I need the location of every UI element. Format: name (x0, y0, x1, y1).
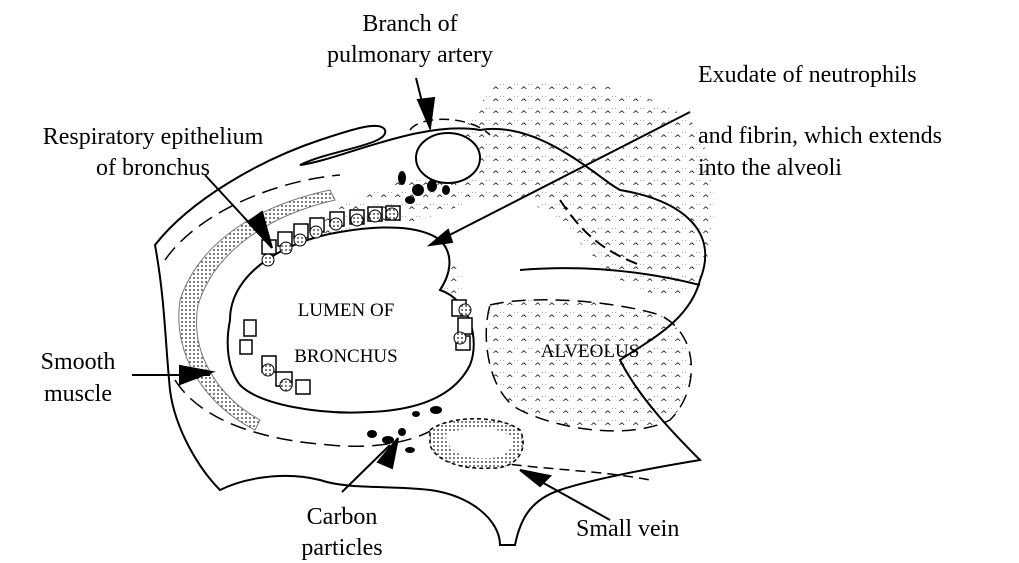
label-alveolus: ALVEOLUS (541, 341, 640, 362)
label-smooth-muscle: Smooth (41, 349, 116, 375)
label-exudate: into the alveoli (698, 155, 842, 181)
label-epithelium: of bronchus (96, 155, 210, 181)
label-lumen: BRONCHUS (294, 346, 397, 367)
pulmonary-artery-vessel (416, 133, 480, 183)
label-smooth-muscle: muscle (44, 381, 112, 407)
label-small-vein: Small vein (576, 516, 679, 542)
label-exudate: Exudate of neutrophils (698, 62, 917, 88)
label-lumen: LUMEN OF (298, 300, 395, 321)
label-exudate: and fibrin, which extends (698, 123, 942, 149)
alveolus-region (486, 300, 691, 431)
label-branch-artery: pulmonary artery (327, 42, 493, 68)
label-epithelium: Respiratory epithelium (43, 124, 264, 150)
label-carbon-particles: Carbon (307, 504, 378, 530)
label-carbon-particles: particles (301, 535, 382, 561)
label-branch-artery: Branch of (362, 11, 457, 37)
